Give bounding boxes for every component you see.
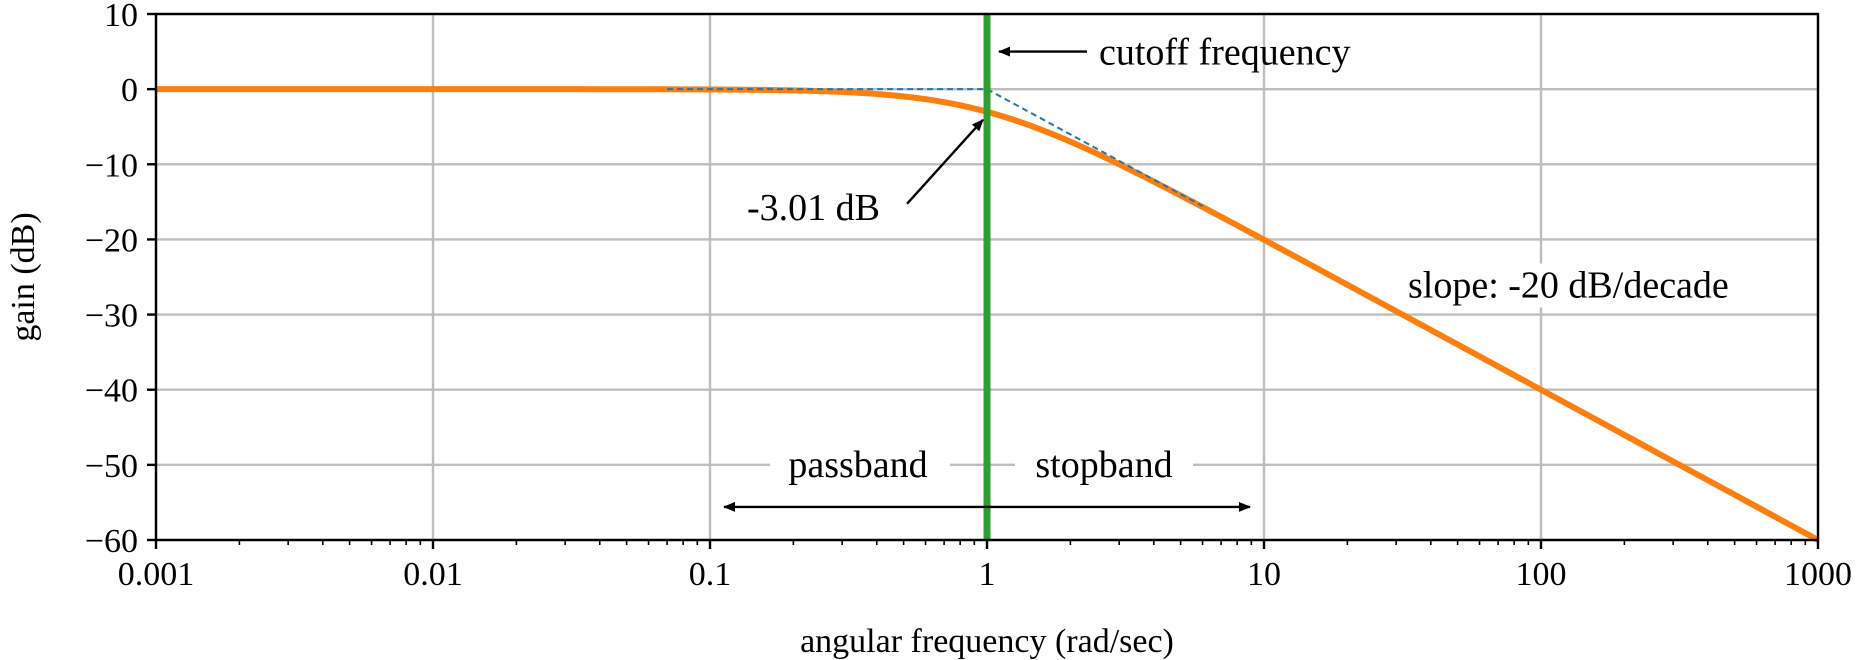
passband-label-background xyxy=(770,444,950,487)
minus3db-annotation: -3.01 dB xyxy=(747,187,880,229)
y-tick-label: 10 xyxy=(104,0,138,34)
stopband-label-background xyxy=(1015,444,1193,487)
x-tick-label: 100 xyxy=(1516,556,1567,593)
x-tick-label: 10 xyxy=(1247,556,1281,593)
asymptote-line xyxy=(667,88,1204,207)
y-tick-label: −20 xyxy=(85,222,138,259)
slope-label-background xyxy=(1402,263,1794,308)
slope-annotation: slope: -20 dB/decade xyxy=(1408,265,1729,307)
annotations: cutoff frequency -3.01 dB slope: -20 dB/… xyxy=(723,32,1794,512)
y-tick-label: −40 xyxy=(85,373,138,410)
cutoff-annotation: cutoff frequency xyxy=(1099,32,1350,74)
minus3db-arrow xyxy=(906,118,984,205)
passband-annotation: passband xyxy=(788,444,927,486)
stopband-annotation: stopband xyxy=(1035,444,1172,486)
y-tick-label: −30 xyxy=(85,298,138,335)
x-tick-label: 1000 xyxy=(1784,556,1852,593)
y-tick-label: −10 xyxy=(85,147,138,184)
x-tick-label: 0.001 xyxy=(118,556,195,593)
x-axis-label: angular frequency (rad/sec) xyxy=(800,623,1174,660)
y-axis-label: gain (dB) xyxy=(5,212,42,341)
x-tick-label: 0.1 xyxy=(689,556,732,593)
x-tick-label: 0.01 xyxy=(403,556,463,593)
x-tick-label: 1 xyxy=(979,556,996,593)
y-tick-label: 0 xyxy=(121,72,138,109)
y-tick-label: −50 xyxy=(85,448,138,485)
y-tick-label: −60 xyxy=(85,523,138,560)
